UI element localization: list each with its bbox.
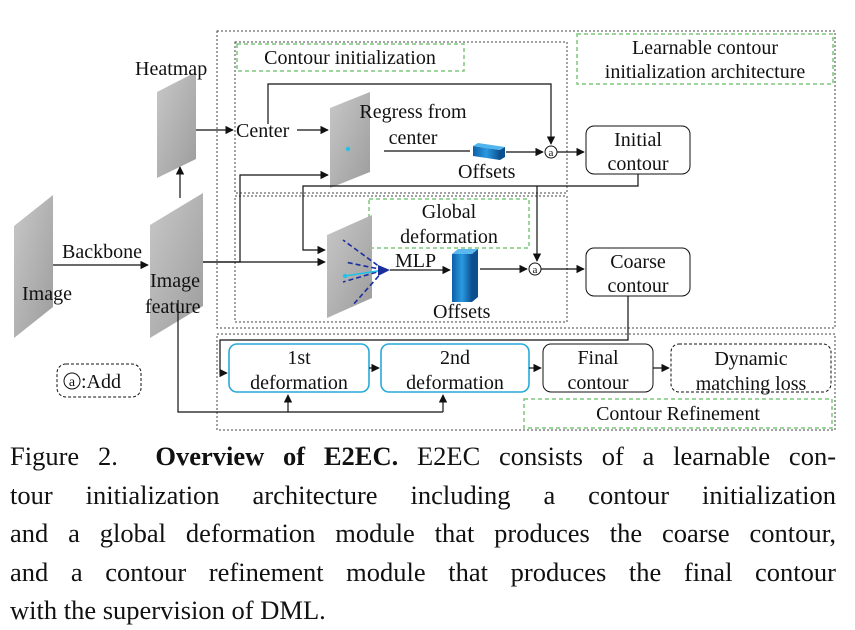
center-label: Center: [236, 120, 290, 142]
global-label-line2: deformation: [400, 226, 498, 248]
add-legend-symbol: a: [69, 375, 76, 390]
image-panel: [14, 195, 53, 338]
backbone-label: Backbone: [62, 241, 142, 263]
regress-label-line2: center: [389, 127, 438, 149]
heatmap-panel: [157, 72, 196, 178]
caption-line-4: and a contour refinement module that pro…: [10, 556, 836, 587]
add-node-mid-symbol: a: [533, 264, 538, 276]
learnable-label-line1: Learnable contour: [632, 37, 778, 59]
image-feature-panel: [150, 193, 203, 338]
add-node-top-symbol: a: [549, 147, 554, 159]
contour-refinement-frame: [216, 333, 836, 431]
regress-label-line1: Regress from: [359, 101, 467, 123]
coarse-contour-line2: contour: [607, 275, 668, 297]
global-feature-panel: [327, 215, 372, 318]
caption-title: Overview of E2EC.: [155, 441, 399, 471]
image-feature-label-line2: feature: [145, 296, 201, 318]
coarse-contour-box: [585, 247, 691, 297]
global-label-line1: Global: [422, 201, 477, 223]
initial-contour-line2: contour: [607, 153, 668, 175]
center-ray: [344, 269, 385, 277]
learnable-label-line2: initialization architecture: [605, 61, 806, 83]
figure-caption: Figure 2. Overview of E2EC. E2EC consist…: [10, 437, 836, 630]
contour-initialization-frame: [234, 41, 568, 194]
offsets-top-label: Offsets: [458, 161, 516, 183]
caption-line-3: and a global deformation module that pro…: [10, 518, 836, 548]
global-center-point: [342, 273, 348, 279]
caption-line-2: tour initialization architecture includi…: [10, 479, 836, 510]
heatmap-label: Heatmap: [135, 58, 207, 80]
add-legend-box: [56, 363, 142, 398]
add-legend-label: :Add: [81, 371, 121, 393]
coarse-contour-line1: Coarse: [610, 251, 666, 273]
caption-line-5: with the supervision of DML.: [10, 595, 326, 625]
deformation-rays: [342, 239, 385, 307]
contour-init-label-box: [236, 43, 465, 72]
final-contour-line2: contour: [567, 372, 628, 394]
offsets-mid-icon: [452, 249, 478, 302]
ray-hub: [378, 265, 390, 276]
add-legend-circle: [63, 372, 81, 390]
second-deformation-line2: deformation: [406, 372, 504, 394]
mlp-label: MLP: [395, 250, 436, 272]
image-feature-label-line1: Image: [150, 270, 200, 292]
global-deformation-frame: [234, 195, 568, 323]
regress-center-point: [345, 146, 351, 152]
dml-line2: matching loss: [696, 373, 807, 395]
caption-line-1: Figure 2. Overview of E2EC. E2EC consist…: [10, 437, 836, 476]
learnable-architecture-frame: [216, 30, 836, 329]
offsets-top-icon: [473, 143, 505, 160]
first-deformation-line2: deformation: [250, 372, 348, 394]
image-label: Image: [22, 283, 72, 305]
offsets-mid-label: Offsets: [433, 301, 491, 323]
e2ec-overview-diagram: Contour initialization Learnable contour…: [14, 30, 836, 431]
dml-line1: Dynamic: [714, 348, 787, 370]
first-deformation-line1: 1st: [287, 347, 311, 369]
final-contour-line1: Final: [577, 347, 619, 369]
refinement-label: Contour Refinement: [596, 403, 760, 425]
caption-line1-rest: E2EC consists of a learnable con-: [416, 441, 837, 471]
connectors: [53, 83, 670, 413]
caption-figure-number: Figure 2.: [10, 441, 118, 471]
regress-panel: [330, 92, 370, 188]
second-deformation-line1: 2nd: [440, 347, 470, 369]
learnable-label-box: [576, 33, 834, 85]
initial-contour-line1: Initial: [614, 129, 662, 151]
dml-box: [670, 343, 832, 393]
contour-init-label: Contour initialization: [264, 47, 436, 69]
refinement-label-box: [523, 398, 833, 429]
